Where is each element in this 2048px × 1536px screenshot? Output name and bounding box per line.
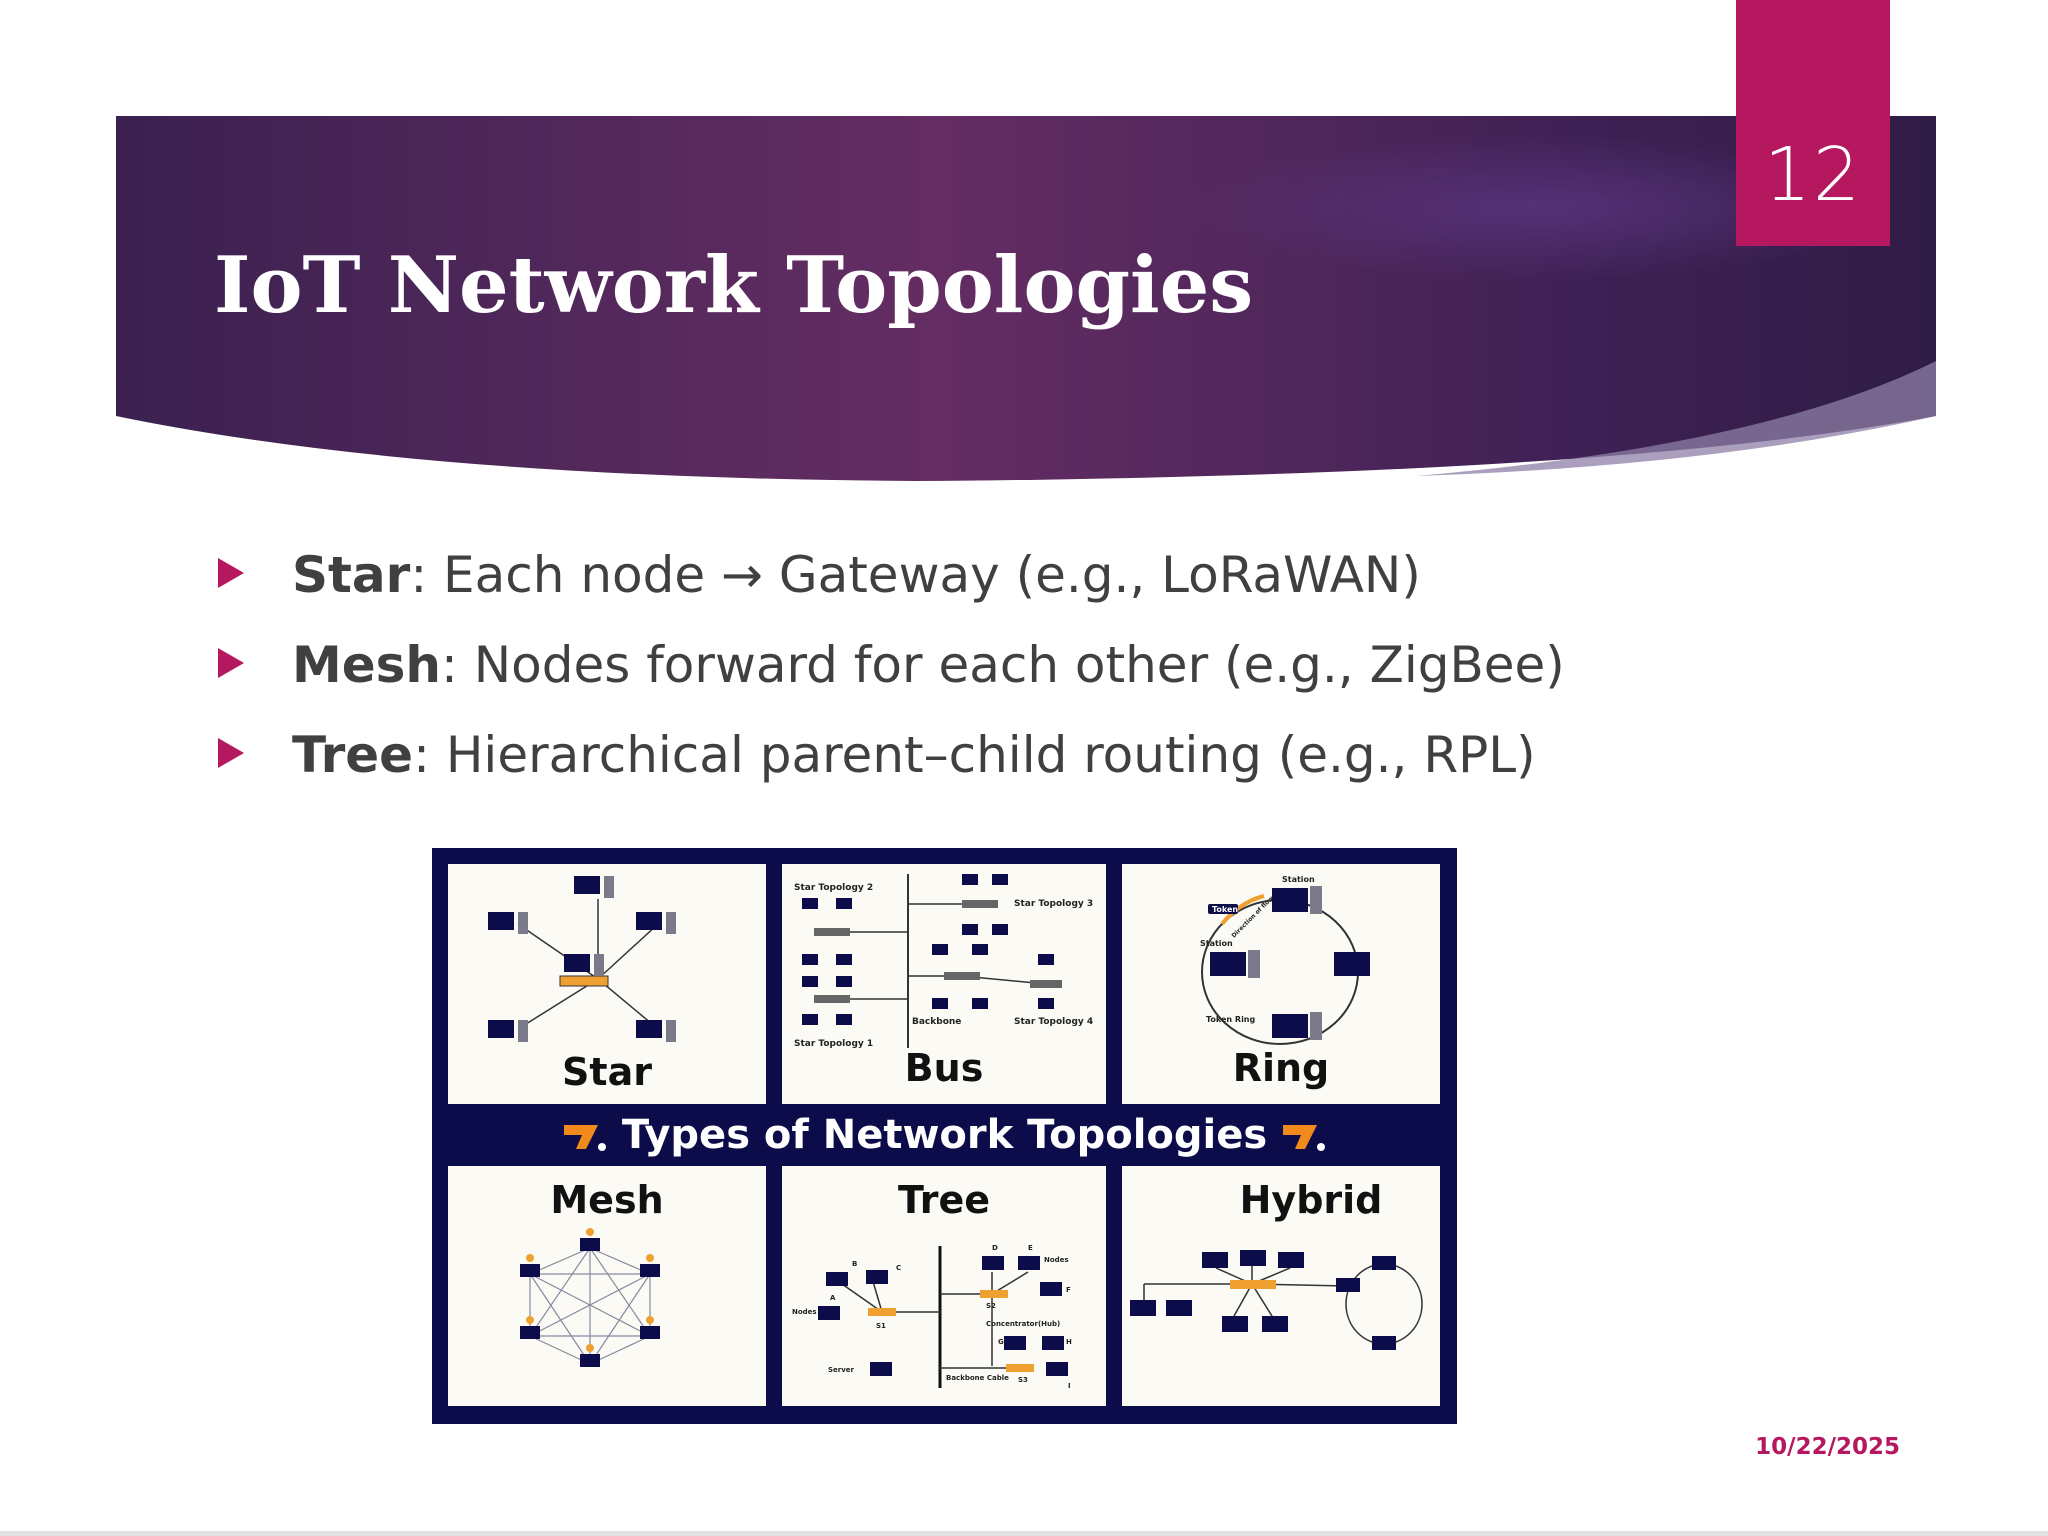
- bus-diagram: Star Topology 2 Star Topology 3 Backbone…: [794, 874, 1093, 1049]
- star-diagram: [488, 876, 676, 1042]
- tree-label: A: [830, 1294, 836, 1302]
- brand-logo-icon: [563, 1125, 606, 1151]
- tree-label: Server: [828, 1366, 855, 1374]
- tree-label: E: [1028, 1244, 1033, 1252]
- slide-number: 12: [1763, 132, 1863, 218]
- panel-label-star: Star: [562, 1050, 652, 1094]
- ring-label: Station: [1282, 875, 1315, 884]
- bullet-text: : Hierarchical parent–child routing (e.g…: [413, 726, 1536, 784]
- tree-label: Nodes: [1044, 1256, 1069, 1264]
- bullet-term: Mesh: [292, 636, 442, 694]
- tree-label: G: [998, 1338, 1004, 1346]
- bus-label: Backbone: [912, 1017, 961, 1027]
- tree-label: B: [852, 1260, 857, 1268]
- panel-ring: Station Token Station Token Ring Directi…: [1122, 864, 1440, 1104]
- panel-bus: Star Topology 2 Star Topology 3 Backbone…: [782, 864, 1106, 1104]
- bullet-arrow-icon: [218, 738, 244, 768]
- bottom-divider: [0, 1531, 2048, 1536]
- bullet-item: Star: Each node → Gateway (e.g., LoRaWAN…: [214, 530, 1565, 620]
- topologies-figure: Star Star Topology 2 Star Topology 3 Bac…: [432, 848, 1457, 1424]
- panel-tree: Tree D E Nodes B C F A: [782, 1166, 1106, 1406]
- panel-label-ring: Ring: [1232, 1046, 1330, 1090]
- bus-label: Star Topology 4: [1014, 1017, 1093, 1027]
- tree-label: D: [992, 1244, 998, 1252]
- figure-title-bar: Types of Network Topologies: [432, 1110, 1457, 1160]
- slide-date: 10/22/2025: [1755, 1434, 1900, 1460]
- panel-star: Star: [448, 864, 766, 1104]
- tree-label: I: [1068, 1382, 1071, 1390]
- tree-label: S3: [1018, 1376, 1028, 1384]
- ring-diagram: Station Token Station Token Ring Directi…: [1200, 875, 1370, 1045]
- mesh-diagram: [520, 1228, 660, 1367]
- tree-label: S2: [986, 1302, 996, 1310]
- panel-label-bus: Bus: [904, 1046, 984, 1090]
- tree-label: Concentrator(Hub): [986, 1320, 1060, 1328]
- bullet-text: : Each node → Gateway (e.g., LoRaWAN): [410, 546, 1421, 604]
- panel-hybrid: Hybrid: [1122, 1166, 1440, 1406]
- tree-label: F: [1066, 1286, 1071, 1294]
- tree-label: H: [1066, 1338, 1072, 1346]
- hybrid-diagram: [1130, 1250, 1423, 1350]
- bus-label: Star Topology 2: [794, 883, 873, 893]
- slide-number-badge: 12: [1736, 0, 1890, 246]
- panel-mesh: Mesh: [448, 1166, 766, 1406]
- tree-label: Backbone Cable: [946, 1374, 1009, 1382]
- panel-label-mesh: Mesh: [550, 1178, 664, 1222]
- ring-label: Token Ring: [1206, 1015, 1256, 1024]
- bullet-item: Tree: Hierarchical parent–child routing …: [214, 710, 1565, 800]
- tree-diagram: D E Nodes B C F A S2 Nodes S1 Concentrat…: [792, 1244, 1072, 1390]
- tree-label: Nodes: [792, 1308, 817, 1316]
- bus-label: Star Topology 3: [1014, 899, 1093, 909]
- ring-label: Station: [1200, 939, 1233, 948]
- bullet-item: Mesh: Nodes forward for each other (e.g.…: [214, 620, 1565, 710]
- bullet-arrow-icon: [218, 558, 244, 588]
- ring-label: Token: [1212, 905, 1238, 914]
- tree-label: S1: [876, 1322, 886, 1330]
- panel-label-tree: Tree: [897, 1178, 991, 1222]
- bullet-text: : Nodes forward for each other (e.g., Zi…: [441, 636, 1565, 694]
- figure-title: Types of Network Topologies: [621, 1112, 1268, 1158]
- brand-logo-icon: [1283, 1125, 1326, 1151]
- slide-title: IoT Network Topologies: [214, 240, 1254, 331]
- panel-label-hybrid: Hybrid: [1239, 1178, 1383, 1222]
- tree-label: C: [896, 1264, 901, 1272]
- bullet-term: Star: [292, 546, 411, 604]
- bullet-arrow-icon: [218, 648, 244, 678]
- bullet-term: Tree: [292, 726, 414, 784]
- bus-label: Star Topology 1: [794, 1039, 873, 1049]
- title-banner: [116, 116, 1936, 481]
- bullet-list: Star: Each node → Gateway (e.g., LoRaWAN…: [214, 530, 1565, 800]
